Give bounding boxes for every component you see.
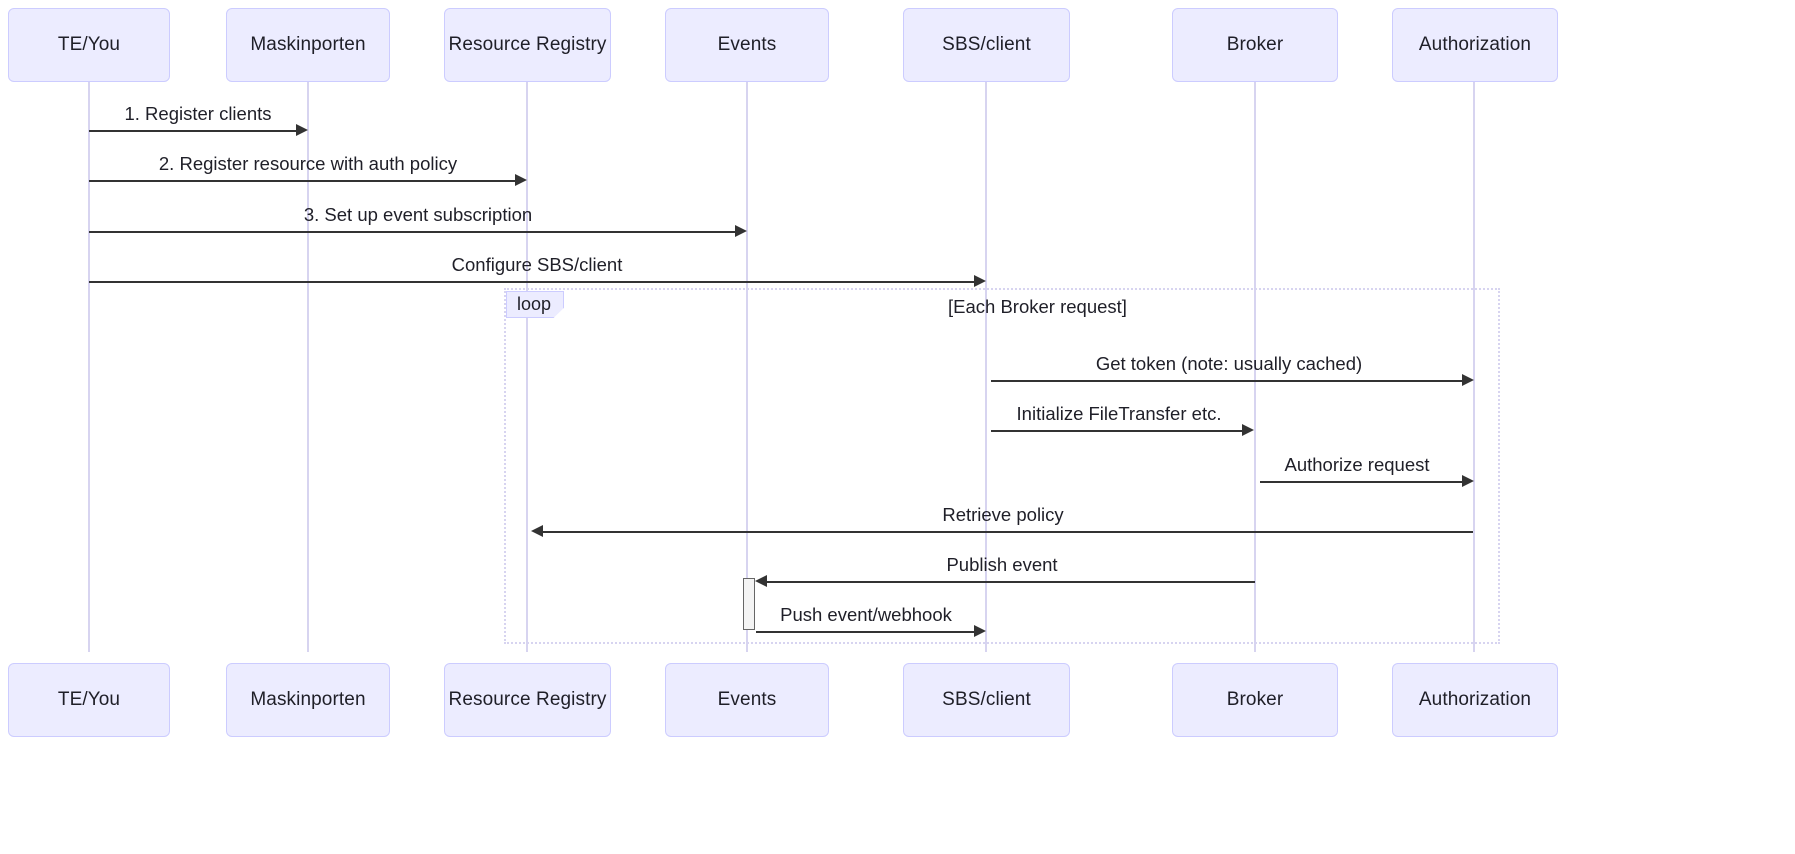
arrow-head-1 — [296, 124, 308, 136]
actor-label: Broker — [1226, 34, 1284, 55]
actor-box-bottom-ev[interactable]: Events — [665, 663, 829, 737]
loop-frame — [504, 288, 1500, 644]
arrow-head-2 — [515, 174, 527, 186]
actor-label: SBS/client — [942, 689, 1031, 710]
lifeline-te — [88, 82, 90, 652]
actor-label: TE/You — [57, 689, 121, 710]
lifeline-auth — [1473, 82, 1475, 652]
arrow-head-10 — [974, 625, 986, 637]
actor-box-top-ev[interactable]: Events — [665, 8, 829, 82]
actor-label: Broker — [1226, 689, 1284, 710]
arrow-head-8 — [531, 525, 543, 537]
actor-box-top-te[interactable]: TE/You — [8, 8, 170, 82]
actor-label: Resource Registry — [448, 689, 607, 710]
activation-bar-events — [743, 578, 755, 630]
lifeline-ev — [746, 82, 748, 652]
lifeline-broker — [1254, 82, 1256, 652]
arrow-head-3 — [735, 225, 747, 237]
arrow-head-4 — [974, 275, 986, 287]
message-label-1: 1. Register clients — [124, 103, 272, 124]
message-line-10 — [756, 631, 974, 633]
actor-box-bottom-rr[interactable]: Resource Registry — [444, 663, 611, 737]
message-line-7 — [1260, 481, 1463, 483]
actor-label: Maskinporten — [250, 34, 366, 55]
actor-label: Authorization — [1418, 34, 1532, 55]
message-line-1 — [89, 130, 296, 132]
arrow-head-7 — [1462, 475, 1474, 487]
actor-label: Resource Registry — [448, 34, 607, 55]
message-line-4 — [89, 281, 974, 283]
actor-label: Events — [717, 689, 777, 710]
actor-box-top-auth[interactable]: Authorization — [1392, 8, 1558, 82]
lifeline-rr — [526, 82, 528, 652]
arrow-head-5 — [1462, 374, 1474, 386]
actor-box-bottom-broker[interactable]: Broker — [1172, 663, 1338, 737]
loop-condition: [Each Broker request] — [948, 296, 1127, 317]
actor-box-bottom-mp[interactable]: Maskinporten — [226, 663, 390, 737]
message-label-7: Authorize request — [1284, 454, 1430, 475]
actor-label: Maskinporten — [250, 689, 366, 710]
message-line-6 — [991, 430, 1243, 432]
message-label-2: 2. Register resource with auth policy — [158, 153, 458, 174]
message-label-4: Configure SBS/client — [451, 254, 623, 275]
actor-label: TE/You — [57, 34, 121, 55]
lifeline-sbs — [985, 82, 987, 652]
loop-label: loop — [506, 291, 564, 318]
message-label-3: 3. Set up event subscription — [303, 204, 533, 225]
actor-box-bottom-sbs[interactable]: SBS/client — [903, 663, 1070, 737]
message-label-6: Initialize FileTransfer etc. — [1016, 403, 1222, 424]
message-label-9: Publish event — [946, 554, 1058, 575]
actor-label: Authorization — [1418, 689, 1532, 710]
message-label-8: Retrieve policy — [942, 504, 1064, 525]
actor-box-top-broker[interactable]: Broker — [1172, 8, 1338, 82]
arrow-head-6 — [1242, 424, 1254, 436]
actor-box-top-rr[interactable]: Resource Registry — [444, 8, 611, 82]
actor-box-top-mp[interactable]: Maskinporten — [226, 8, 390, 82]
arrow-head-9 — [755, 575, 767, 587]
message-line-3 — [89, 231, 735, 233]
message-line-9 — [767, 581, 1255, 583]
message-line-5 — [991, 380, 1463, 382]
message-line-2 — [89, 180, 515, 182]
actor-label: Events — [717, 34, 777, 55]
lifeline-mp — [307, 82, 309, 652]
actor-box-bottom-auth[interactable]: Authorization — [1392, 663, 1558, 737]
message-label-10: Push event/webhook — [780, 604, 952, 625]
message-line-8 — [543, 531, 1473, 533]
actor-label: SBS/client — [942, 34, 1031, 55]
actor-box-bottom-te[interactable]: TE/You — [8, 663, 170, 737]
message-label-5: Get token (note: usually cached) — [1095, 353, 1363, 374]
actor-box-top-sbs[interactable]: SBS/client — [903, 8, 1070, 82]
